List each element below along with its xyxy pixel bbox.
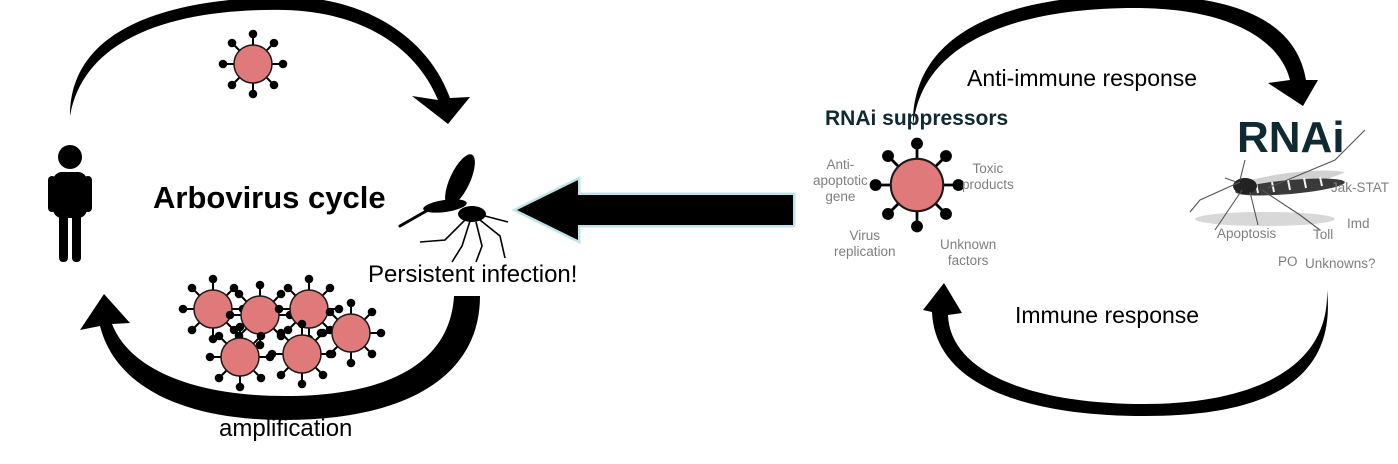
human-icon [48,145,92,262]
amplification-label: amplification [219,415,353,442]
pathway-apoptosis: Apoptosis [1217,226,1277,241]
anti-immune-response-label: Anti-immune response [967,65,1198,91]
factor-toxic-products: Toxic products [962,161,1014,192]
pathway-imd: Imd [1347,216,1370,231]
mosquito-photo-icon [1189,129,1366,231]
suppressor-virus-icon [868,136,966,234]
pathway-jak-stat: Jak-STAT [1331,180,1390,195]
immune-response-label: Immune response [1015,302,1200,328]
mosquito-icon [398,154,509,263]
factor-unknown-factors: Unknown factors [940,237,997,268]
factor-virus-replication: Virus replication [834,228,896,259]
pathway-po: PO [1278,254,1298,269]
pathway-unknowns: Unknowns? [1305,256,1376,271]
factor-anti-apoptotic: Anti- apoptotic gene [813,157,868,204]
central-arrow [511,175,796,245]
pathway-toll: Toll [1313,227,1334,242]
bottom-left-arrow [80,294,480,420]
persistent-infection-label: Persistent infection! [368,261,578,288]
arbovirus-cycle-title: Arbovirus cycle [153,180,386,215]
rnai-heading: RNAi [1237,113,1345,162]
rnai-suppressors-heading: RNAi suppressors [825,107,1009,130]
